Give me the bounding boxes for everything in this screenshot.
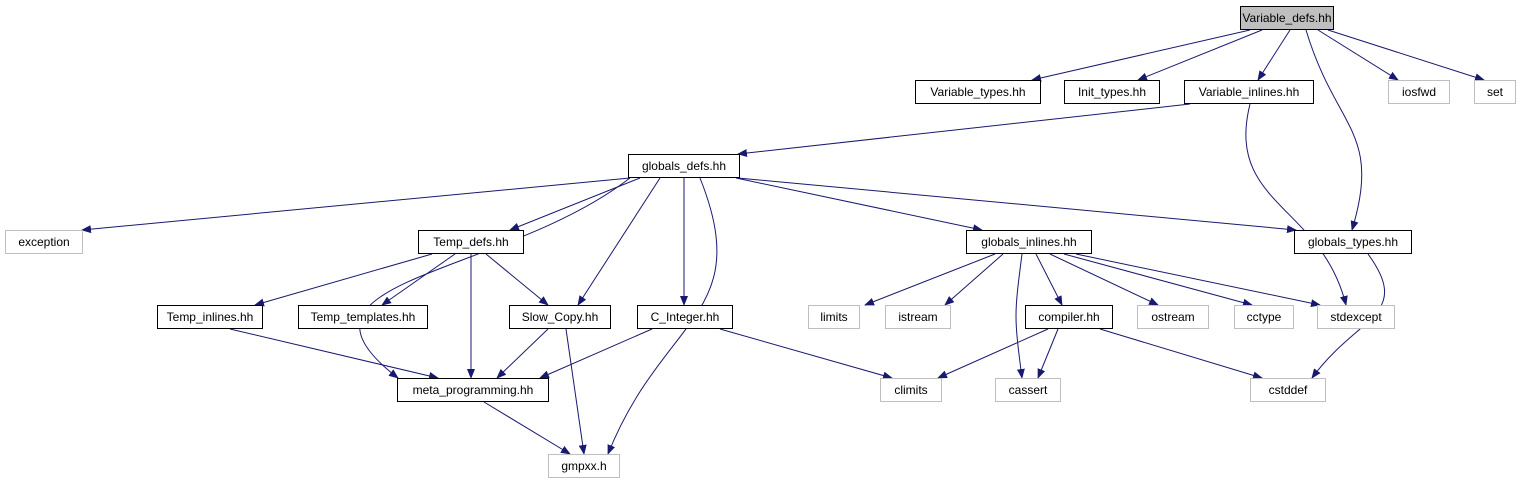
node-globals-types[interactable]: globals_types.hh [1294,230,1412,254]
edge-slow-copy-to-gmpxx [565,328,587,455]
node-set: set [1474,80,1516,104]
edge-globals-defs-to-slow-copy [577,177,661,306]
node-variable-defs[interactable]: Variable_defs.hh [1240,6,1334,30]
node-stdexcept: stdexcept [1317,305,1395,329]
edge-meta-programming-to-gmpxx [483,401,571,455]
node-temp-inlines[interactable]: Temp_inlines.hh [157,305,263,329]
edge-compiler-to-cstddef [1099,328,1263,380]
node-gmpxx: gmpxx.h [548,454,620,478]
node-slow-copy[interactable]: Slow_Copy.hh [509,305,611,329]
edge-compiler-to-cassert [1037,328,1059,379]
node-init-types[interactable]: Init_types.hh [1064,80,1160,104]
edge-temp-defs-to-temp-inlines [254,253,433,307]
edge-variable-defs-to-variable-inlines [1257,29,1291,81]
node-variable-inlines[interactable]: Variable_inlines.hh [1184,80,1314,104]
edge-variable-defs-to-variable-types [1031,29,1251,82]
edge-globals-inlines-to-limits [864,253,996,306]
edge-variable-defs-to-init-types [1137,29,1263,81]
edge-temp-defs-to-slow-copy [485,253,549,306]
node-cassert: cassert [995,378,1061,402]
edge-slow-copy-to-meta-programming [496,328,549,379]
edge-c-integer-to-climits [719,328,893,380]
edge-variable-defs-to-iosfwd [1317,29,1399,81]
edge-variable-defs-to-set [1327,29,1485,82]
edge-temp-inlines-to-meta-programming [229,328,439,380]
node-meta-programming[interactable]: meta_programming.hh [397,378,549,402]
edge-variable-inlines-to-globals-defs [737,103,1191,157]
node-exception: exception [5,230,83,254]
edge-variable-inlines-to-stdexcept [1245,103,1348,306]
node-temp-templates[interactable]: Temp_templates.hh [298,305,428,329]
node-cctype: cctype [1234,305,1294,329]
edge-globals-inlines-to-compiler [1035,253,1063,306]
edge-globals-inlines-to-istream [944,253,1004,306]
edge-globals-defs-to-exception [81,177,631,234]
edge-globals-defs-to-meta-programming [359,177,631,379]
node-ostream: ostream [1137,305,1209,329]
node-variable-types[interactable]: Variable_types.hh [915,80,1041,104]
node-globals-inlines[interactable]: globals_inlines.hh [966,230,1092,254]
edge-compiler-to-climits [937,328,1049,379]
node-limits: limits [808,305,860,329]
edge-globals-inlines-to-cctype [1063,253,1253,307]
node-iosfwd: iosfwd [1388,80,1450,104]
edge-temp-defs-to-temp-templates [381,253,456,306]
edge-variable-defs-to-globals-types [1305,29,1363,231]
node-globals-defs[interactable]: globals_defs.hh [628,154,740,178]
node-c-integer[interactable]: C_Integer.hh [637,305,733,329]
node-temp-defs[interactable]: Temp_defs.hh [418,230,524,254]
node-cstddef: cstddef [1250,378,1326,402]
edge-globals-inlines-to-cassert [1015,253,1025,379]
edge-globals-inlines-to-stdexcept [1075,253,1321,308]
edge-globals-defs-to-globals-types [737,177,1297,234]
edge-globals-defs-to-temp-defs [509,177,641,231]
node-compiler[interactable]: compiler.hh [1025,305,1113,329]
edge-globals-inlines-to-ostream [1049,253,1159,306]
edge-c-integer-to-meta-programming [539,328,653,379]
edge-globals-defs-to-globals-inlines [735,177,983,233]
node-istream: istream [885,305,951,329]
node-climits: climits [880,378,942,402]
